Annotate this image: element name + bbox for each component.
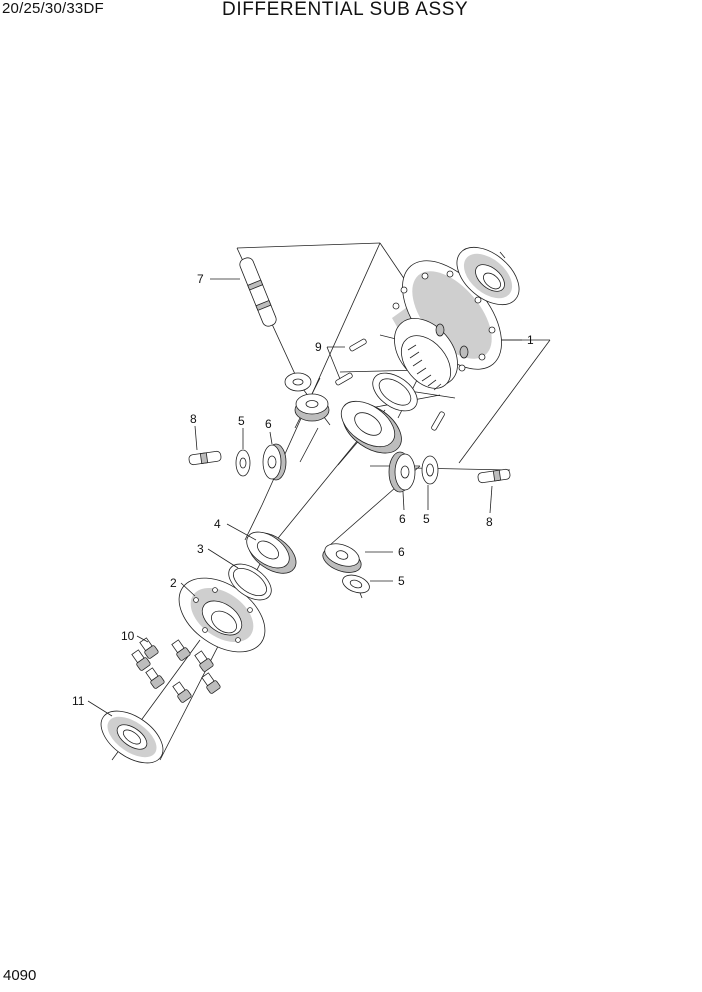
upper-washer bbox=[284, 372, 312, 392]
part-9-pin-upper bbox=[349, 338, 367, 352]
part-5-washer-bottom bbox=[342, 574, 370, 594]
part-10-bolts bbox=[131, 637, 221, 703]
callout-10: 10 bbox=[121, 629, 135, 643]
callout-6-bottom: 6 bbox=[398, 545, 405, 559]
leader-lines bbox=[87, 278, 522, 717]
part-5-washer-left bbox=[235, 449, 251, 477]
model-code: 20/25/30/33DF bbox=[2, 0, 104, 17]
callout-8-left: 8 bbox=[190, 412, 197, 426]
page-title: DIFFERENTIAL SUB ASSY bbox=[222, 0, 469, 20]
part-9-pin-lower bbox=[335, 372, 353, 386]
case-gear-teeth bbox=[407, 344, 442, 391]
callout-11: 11 bbox=[72, 694, 85, 708]
callout-1: 1 bbox=[527, 333, 534, 347]
part-8-pin-left bbox=[188, 450, 222, 466]
callout-5-right: 5 bbox=[423, 512, 430, 526]
part-11-bearing bbox=[100, 710, 164, 764]
callout-2: 2 bbox=[170, 576, 177, 590]
part-4-side-gear bbox=[246, 531, 297, 574]
upper-pinion-gear bbox=[294, 393, 330, 422]
upper-right-bearing bbox=[456, 246, 520, 306]
callout-5-left: 5 bbox=[238, 414, 245, 428]
part-8-pin-right bbox=[477, 468, 511, 484]
part-6-pinion-left bbox=[262, 443, 287, 481]
part-5-washer-right bbox=[421, 455, 439, 485]
callout-4: 4 bbox=[214, 517, 221, 531]
callout-labels: 1 2 3 4 5 5 5 6 6 6 7 8 8 9 10 11 bbox=[72, 272, 534, 708]
part-6-pinion-bottom bbox=[322, 543, 362, 573]
callout-5-bottom: 5 bbox=[398, 574, 405, 588]
page-number: 4090 bbox=[3, 967, 37, 984]
callout-9: 9 bbox=[315, 340, 322, 354]
upper-thrust-ring bbox=[372, 372, 418, 412]
case-bolt-holes bbox=[392, 270, 496, 372]
part-2-case-flange bbox=[178, 577, 266, 653]
part-7-cross-shaft bbox=[239, 257, 277, 327]
callout-6-right: 6 bbox=[399, 512, 406, 526]
pin-right-of-case bbox=[431, 411, 445, 431]
part-6-pinion-right bbox=[388, 451, 416, 493]
callout-8-right: 8 bbox=[486, 515, 493, 529]
upper-side-gear bbox=[340, 400, 402, 454]
callout-6-left: 6 bbox=[265, 417, 272, 431]
callout-7: 7 bbox=[197, 272, 204, 286]
part-1-differential-case bbox=[392, 260, 502, 391]
callout-3: 3 bbox=[197, 542, 204, 556]
part-3-snap-ring bbox=[228, 563, 272, 601]
